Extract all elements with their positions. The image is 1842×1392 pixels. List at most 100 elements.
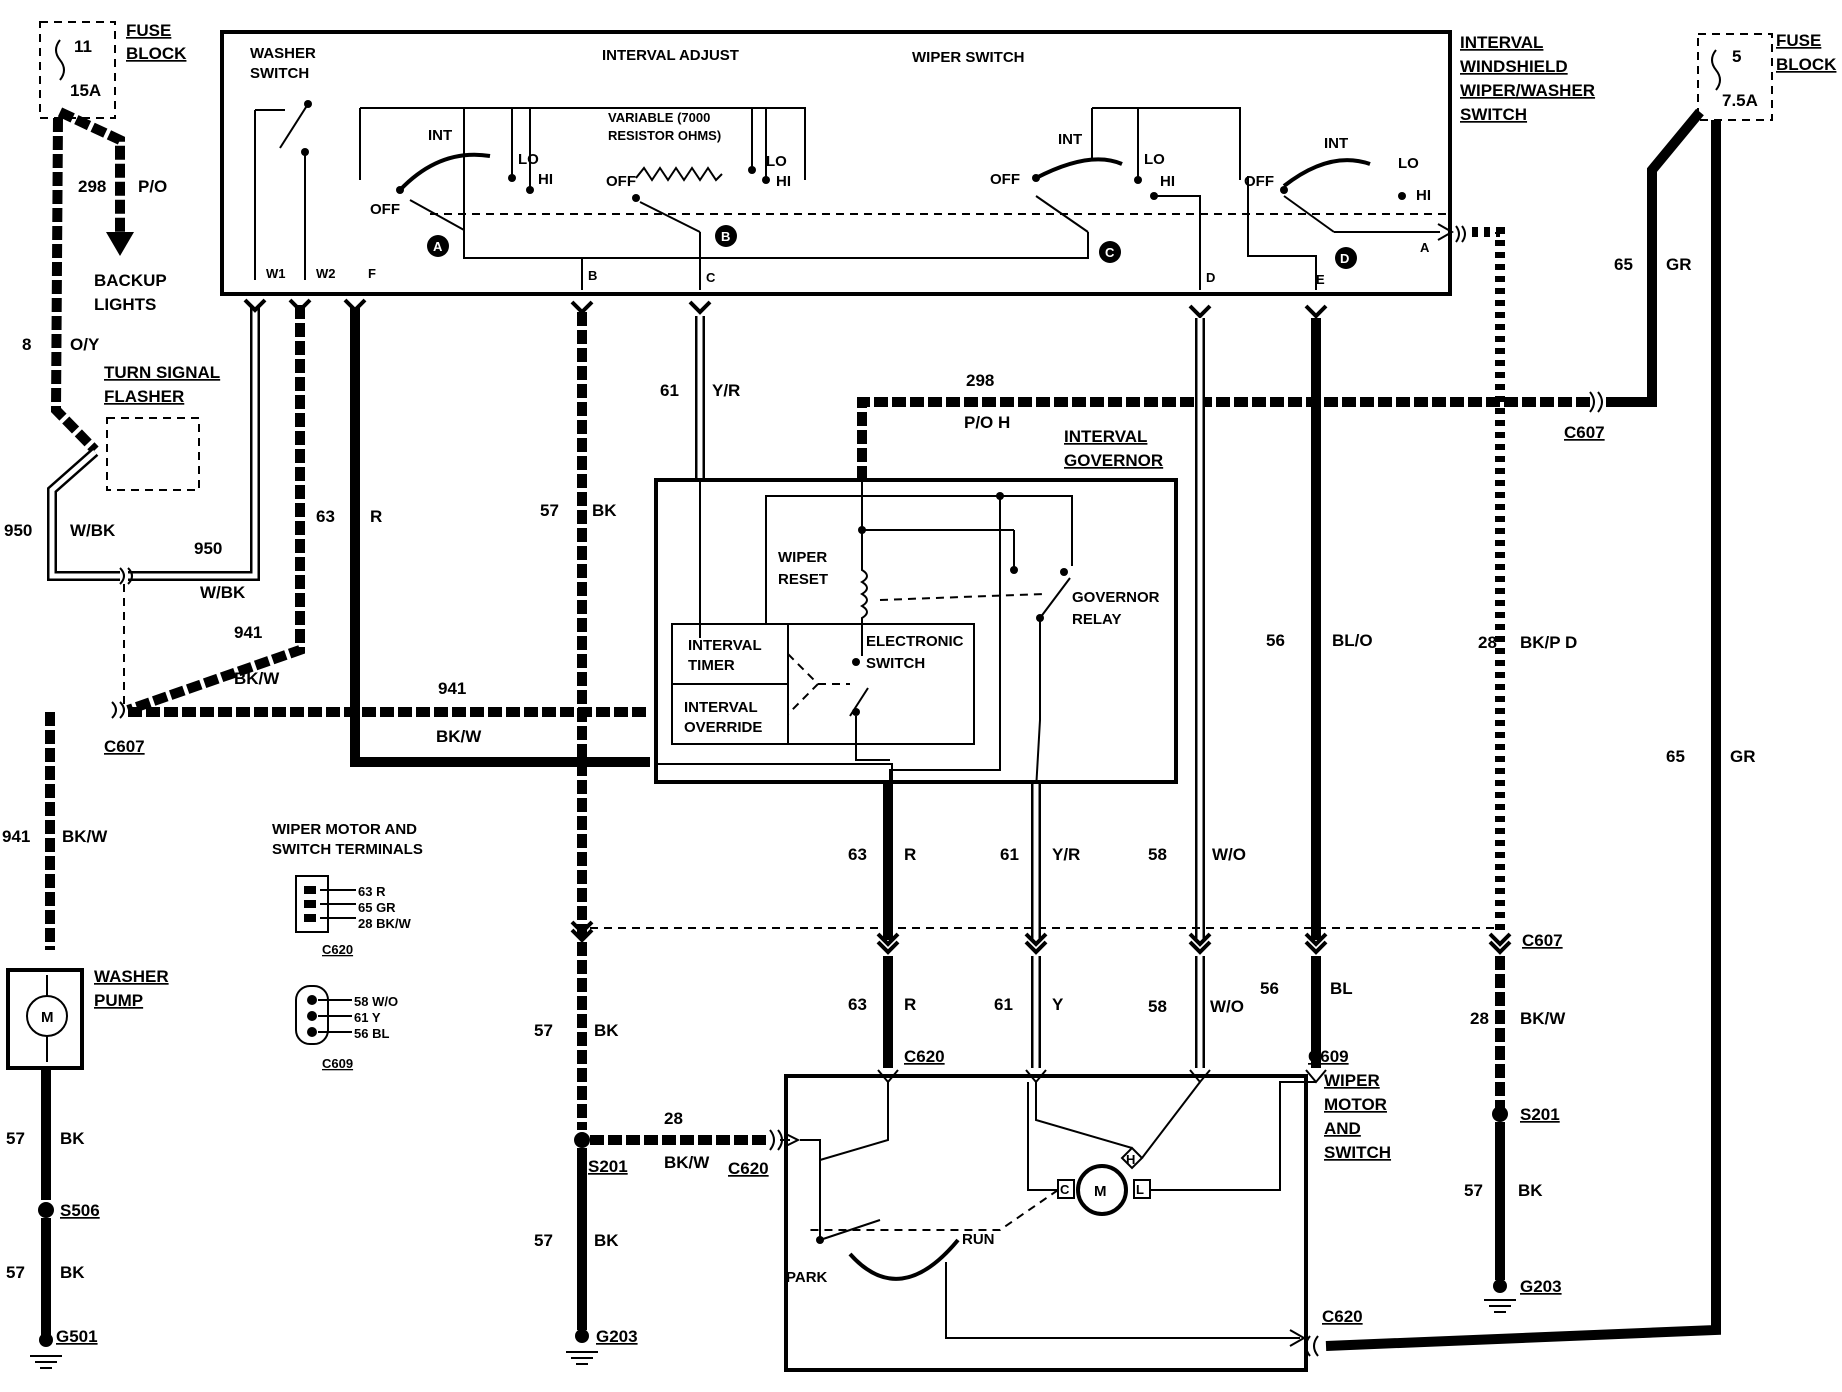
wire-label: 63 (848, 995, 867, 1014)
fuse-block-right-title-1: FUSE (1776, 31, 1821, 50)
ground-icon (1484, 1299, 1516, 1313)
legend-title-2: SWITCH TERMINALS (272, 841, 423, 858)
wire-label: 57 (534, 1021, 553, 1040)
wire-label: 56 (1260, 979, 1279, 998)
wire-label: BK (60, 1263, 85, 1282)
pos-hi-label: HI (776, 173, 791, 190)
wire-label: BL (1330, 979, 1353, 998)
wire-label: R (370, 507, 382, 526)
turn-signal-flasher: TURN SIGNAL FLASHER (104, 363, 220, 491)
legend-pin: 65 GR (358, 900, 396, 915)
wire-label: 61 (1000, 845, 1019, 864)
interval-override-1: INTERVAL (684, 699, 758, 716)
arrow-down-icon (106, 232, 134, 256)
fuse-number-left: 11 (74, 37, 92, 56)
pos-lo-label: LO (518, 151, 539, 168)
legend-connector-label: C620 (322, 942, 353, 957)
pos-off-label: OFF (606, 173, 636, 190)
wire-950 (128, 305, 260, 581)
fuse-icon (1711, 49, 1721, 91)
pos-lo-label: LO (1398, 155, 1419, 172)
electronic-switch-1: ELECTRONIC (866, 633, 964, 650)
governor-relay-1: GOVERNOR (1072, 589, 1160, 606)
wire-label: W/O (1210, 997, 1244, 1016)
washer-switch-label-2: SWITCH (250, 65, 309, 82)
legend-title-1: WIPER MOTOR AND (272, 821, 417, 838)
interval-timer-2: TIMER (688, 657, 735, 674)
wire-950-left (47, 448, 120, 581)
contact-a (427, 235, 449, 257)
ground-label: G203 (596, 1327, 638, 1346)
terminal-d: D (1206, 270, 1215, 285)
wire-941-a (126, 305, 305, 715)
ground-icon (30, 1355, 62, 1369)
wire-28-b (1472, 227, 1505, 930)
contact-a-letter: A (433, 239, 443, 254)
wire-63-a (350, 308, 650, 767)
ground-icon (566, 1351, 598, 1365)
motor-title-4: SWITCH (1324, 1143, 1391, 1162)
terminal-f: F (368, 266, 376, 281)
wire-label: 28 (1470, 1009, 1489, 1028)
wire-298-b (857, 397, 1590, 480)
terminals-legend: WIPER MOTOR AND SWITCH TERMINALS 63 R 65… (272, 821, 423, 1071)
legend-pin: 61 Y (354, 1010, 381, 1025)
motor-symbol: M (41, 1009, 54, 1026)
connector-c609-label: C609 (1308, 1047, 1349, 1066)
connector-label: C620 (728, 1159, 769, 1178)
wire-label: 28 (1478, 633, 1497, 652)
wire-label: 58 (1148, 997, 1167, 1016)
wire-8 (50, 117, 99, 454)
wiper-reset-1: WIPER (778, 549, 827, 566)
governor-relay-2: RELAY (1072, 611, 1121, 628)
wire-label: 28 (664, 1109, 683, 1128)
electronic-switch-2: SWITCH (866, 655, 925, 672)
wire-label: 298 (966, 371, 994, 390)
wire-label: W/BK (70, 521, 116, 540)
terminal-w1: W1 (266, 266, 286, 281)
legend-pin: 58 W/O (354, 994, 398, 1009)
park-label: PARK (786, 1269, 828, 1286)
wire-label: 65 (1614, 255, 1633, 274)
fuse-block-left: 11 15A FUSE BLOCK (39, 21, 187, 119)
washer-pump-title-2: PUMP (94, 991, 143, 1010)
switch-title-2: WINDSHIELD (1460, 57, 1568, 76)
fuse-block-right: 5 7.5A FUSE BLOCK (1697, 31, 1837, 121)
connector-c607-icon (111, 701, 125, 719)
fuse-icon (55, 39, 65, 81)
wire-label: BK (60, 1129, 85, 1148)
resistor-icon (635, 166, 723, 182)
motor-title-1: WIPER (1324, 1071, 1380, 1090)
brush-c: C (1060, 1182, 1070, 1197)
connector-label: C607 (1522, 931, 1563, 950)
switch-title-4: SWITCH (1460, 105, 1527, 124)
wire-label: GR (1666, 255, 1692, 274)
pos-hi-label: HI (1416, 187, 1431, 204)
contact-d-letter: D (1340, 251, 1349, 266)
wire-label: 57 (534, 1231, 553, 1250)
wiper-switch-label: WIPER SWITCH (912, 49, 1025, 66)
motor-title-3: AND (1324, 1119, 1361, 1138)
legend-pin: 63 R (358, 884, 386, 899)
wire-label: BK/W (62, 827, 108, 846)
wire-65-a (1606, 108, 1704, 407)
wire-label: O/Y (70, 335, 100, 354)
governor-title-2: GOVERNOR (1064, 451, 1163, 470)
ground-label: G203 (1520, 1277, 1562, 1296)
flasher-title-2: FLASHER (104, 387, 184, 406)
relay-coil-icon (860, 480, 868, 656)
contact-c-letter: C (1105, 245, 1115, 260)
pos-hi-label: HI (538, 171, 553, 188)
variable-label-2: RESISTOR OHMS) (608, 128, 721, 143)
wire-label: 8 (22, 335, 31, 354)
backup-lights-1: BACKUP (94, 271, 167, 290)
wire-label: P/O H (964, 413, 1010, 432)
legend-connector-label: C609 (322, 1056, 353, 1071)
contact-d (1335, 247, 1357, 269)
wire-label: 65 (1666, 747, 1685, 766)
pos-lo-label: LO (766, 153, 787, 170)
contact-b-letter: B (721, 229, 730, 244)
interval-governor: INTERVAL GOVERNOR WIPER RESET GOVERNOR R… (654, 427, 1178, 791)
splice-s506 (38, 1202, 54, 1218)
wire-label: BL/O (1332, 631, 1373, 650)
